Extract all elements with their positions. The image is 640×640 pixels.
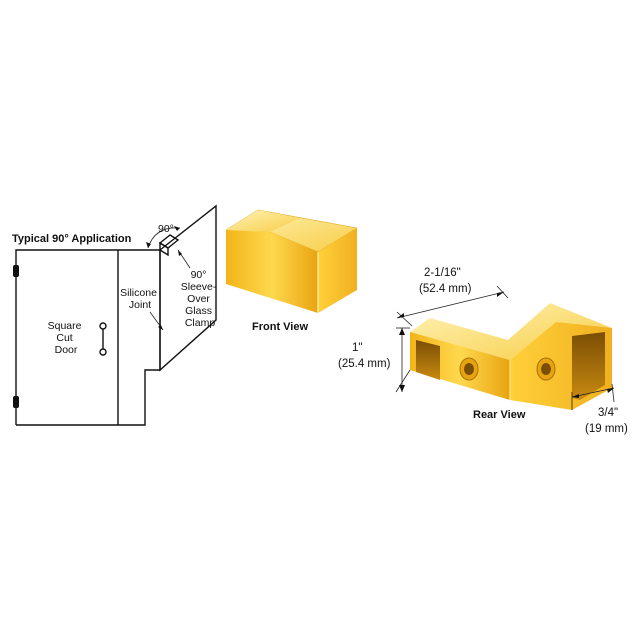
application-title: Typical 90° Application: [12, 233, 132, 245]
angle-arrow-left-icon: [146, 242, 151, 248]
corner-clamp-icon: [158, 234, 180, 257]
depth-dimension: [571, 383, 615, 410]
depth-mm: (19 mm): [585, 423, 628, 435]
left-set-screw-icon: [459, 357, 479, 381]
rear-view-illustration: Rear View 2-1/16" (52.4 mm) 1" (25.4 mm): [338, 267, 628, 435]
front-left-face: [226, 230, 318, 313]
front-right-face: [318, 228, 357, 313]
width-dimension: [396, 285, 509, 327]
clamp-label: 90° Sleeve- Over Glass Clamp: [181, 269, 220, 329]
height-inches: 1": [352, 342, 362, 354]
door-handle-icon: [99, 322, 107, 356]
joint-arrow-icon: [158, 325, 163, 330]
left-glass-slot: [416, 340, 440, 380]
clamp-arrow-icon: [178, 250, 182, 256]
depth-inches: 3/4": [598, 407, 618, 419]
height-dimension: [395, 327, 411, 393]
enclosure-outline: [15, 249, 161, 426]
rear-view-caption: Rear View: [473, 409, 526, 421]
width-mm: (52.4 mm): [419, 283, 472, 295]
right-set-screw-icon: [536, 357, 556, 381]
top-hinge: [13, 265, 19, 277]
application-diagram: Typical 90° Application Square Cut Door …: [12, 204, 220, 426]
return-glass-panel: [159, 204, 217, 372]
bottom-hinge: [13, 396, 19, 408]
door-label: Square Cut Door: [48, 320, 85, 356]
silicone-joint-label: Silicone Joint: [120, 287, 160, 311]
right-glass-slot: [572, 332, 605, 400]
angle-arrow-right-icon: [174, 226, 180, 231]
angle-label: 90°: [158, 223, 174, 235]
front-view-illustration: Front View: [225, 209, 358, 333]
front-view-caption: Front View: [252, 321, 308, 333]
front-top-face-fill: [226, 210, 300, 232]
height-mm: (25.4 mm): [338, 358, 391, 370]
rear-top-face: [410, 303, 612, 360]
width-inches: 2-1/16": [424, 267, 461, 279]
